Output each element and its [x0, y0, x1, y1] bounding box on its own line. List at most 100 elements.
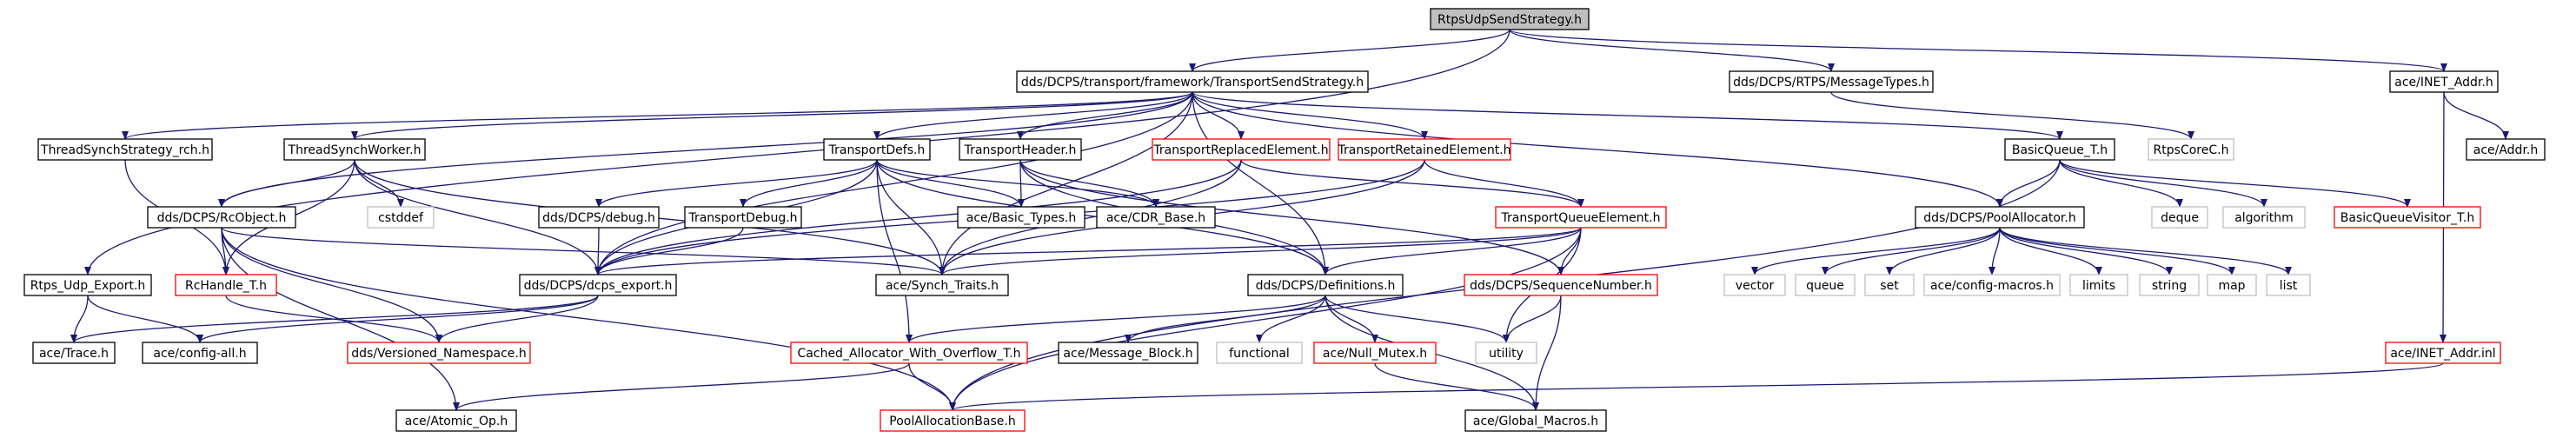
node-tqe[interactable]: TransportQueueElement.h	[1495, 206, 1667, 229]
node-rtpsudpexport[interactable]: Rtps_Udp_Export.h	[23, 274, 152, 296]
node-label-map: map	[2218, 279, 2245, 293]
node-tsrch[interactable]: ThreadSynchStrategy_rch.h	[37, 138, 213, 161]
edge-poolalloc-to-string	[1999, 227, 2173, 275]
edge-tss-to-tdefs	[873, 91, 1193, 140]
node-utility: utility	[1475, 342, 1537, 364]
node-seqnum[interactable]: dds/DCPS/SequenceNumber.h	[1464, 274, 1658, 296]
edge-msgtypes-to-rtpscore	[1830, 91, 2194, 140]
node-atomicop[interactable]: ace/Atomic_Op.h	[395, 409, 517, 432]
node-root[interactable]: RtpsUdpSendStrategy.h	[1430, 8, 1590, 30]
node-box-tdefs	[823, 138, 931, 161]
node-box-functional	[1216, 342, 1303, 364]
node-rcobj[interactable]: dds/DCPS/RcObject.h	[147, 206, 296, 229]
node-box-configmacros	[1923, 274, 2061, 296]
node-box-tss	[1016, 70, 1369, 93]
edge-inetaddr-to-aceaddr	[2443, 91, 2509, 140]
node-basictypes[interactable]: ace/Basic_Types.h	[957, 206, 1086, 229]
node-box-debug	[538, 206, 660, 229]
edge-bqt-to-deque	[2059, 159, 2183, 208]
node-theader[interactable]: TransportHeader.h	[959, 138, 1082, 161]
edge-dcpsexport-to-configall	[196, 295, 599, 343]
node-label-inetaddrinl: ace/INET_Addr.inl	[2390, 347, 2495, 361]
node-label-bqt: BasicQueue_T.h	[2012, 143, 2108, 157]
node-configall[interactable]: ace/config-all.h	[142, 342, 258, 364]
node-cdrbase[interactable]: ace/CDR_Base.h	[1096, 206, 1216, 229]
edge-bqt-to-bqvisitor	[2059, 159, 2411, 208]
node-label-rtpscore: RtpsCoreC.h	[2154, 143, 2229, 157]
edge-rcobj-to-versioned	[221, 227, 442, 343]
node-box-aceaddr	[2466, 138, 2546, 161]
node-label-definitions: dds/DCPS/Definitions.h	[1256, 279, 1396, 293]
node-string: string	[2139, 274, 2200, 296]
node-label-tdebug: TransportDebug.h	[687, 211, 797, 225]
node-box-poolallocbase	[880, 409, 1026, 432]
node-label-rcobj: dds/DCPS/RcObject.h	[157, 211, 287, 225]
node-tdebug[interactable]: TransportDebug.h	[684, 206, 802, 229]
node-box-versioned	[347, 342, 531, 364]
node-bqvisitor[interactable]: BasicQueueVisitor_T.h	[2334, 206, 2481, 229]
node-debug[interactable]: dds/DCPS/debug.h	[538, 206, 660, 229]
edge-seqnum-to-utility	[1503, 295, 1562, 343]
node-tdefs[interactable]: TransportDefs.h	[823, 138, 931, 161]
node-globalmacros[interactable]: ace/Global_Macros.h	[1464, 409, 1607, 432]
edge-trepl-to-tqe	[1240, 159, 1584, 208]
node-tss[interactable]: dds/DCPS/transport/framework/TransportSe…	[1016, 70, 1369, 93]
node-tsw[interactable]: ThreadSynchWorker.h	[283, 138, 426, 161]
node-label-poolalloc: dds/DCPS/PoolAllocator.h	[1923, 211, 2075, 225]
node-label-root: RtpsUdpSendStrategy.h	[1437, 13, 1582, 27]
node-box-basictypes	[957, 206, 1086, 229]
node-aceaddr[interactable]: ace/Addr.h	[2466, 138, 2546, 161]
edge-poolalloc-to-list	[1999, 227, 2292, 275]
node-map: map	[2207, 274, 2257, 296]
node-inetaddr[interactable]: ace/INET_Addr.h	[2389, 70, 2499, 93]
node-label-cstddef: cstddef	[378, 211, 424, 225]
edge-seqnum-to-globalmacros	[1532, 295, 1562, 411]
node-poolalloc[interactable]: dds/DCPS/PoolAllocator.h	[1915, 206, 2085, 229]
node-box-msgblock	[1058, 342, 1198, 364]
node-dcpsexport[interactable]: dds/DCPS/dcps_export.h	[519, 274, 677, 296]
node-trace[interactable]: ace/Trace.h	[32, 342, 116, 364]
edge-tdefs-to-synchtraits	[876, 159, 946, 275]
node-label-versioned: dds/Versioned_Namespace.h	[351, 347, 526, 361]
node-box-string	[2139, 274, 2200, 296]
node-label-msgtypes: dds/DCPS/RTPS/MessageTypes.h	[1733, 76, 1929, 90]
edge-tqe-to-definitions	[1322, 227, 1582, 275]
node-synchtraits[interactable]: ace/Synch_Traits.h	[875, 274, 1009, 296]
node-box-tqe	[1495, 206, 1667, 229]
node-set: set	[1864, 274, 1915, 296]
edge-poolalloc-to-configmacros	[1988, 227, 2001, 275]
node-label-basictypes: ace/Basic_Types.h	[966, 211, 1076, 225]
node-bqt[interactable]: BasicQueue_T.h	[2004, 138, 2115, 161]
node-poolallocbase[interactable]: PoolAllocationBase.h	[880, 409, 1026, 432]
edge-definitions-to-utility	[1325, 295, 1510, 343]
edge-tss-to-trepl	[1192, 91, 1245, 140]
node-box-globalmacros	[1464, 409, 1607, 432]
node-tret[interactable]: TransportRetainedElement.h	[1337, 138, 1511, 161]
node-label-tret: TransportRetainedElement.h	[1337, 143, 1510, 157]
edge-tss-to-poolalloc	[1192, 91, 2003, 208]
node-cachedalloc[interactable]: Cached_Allocator_With_Overflow_T.h	[790, 342, 1028, 364]
node-box-poolalloc	[1915, 206, 2085, 229]
node-msgtypes[interactable]: dds/DCPS/RTPS/MessageTypes.h	[1729, 70, 1934, 93]
node-nullmutex[interactable]: ace/Null_Mutex.h	[1313, 342, 1437, 364]
edge-tdebug-to-dcpsexport	[594, 227, 744, 275]
node-label-deque: deque	[2161, 211, 2199, 225]
node-label-theader: TransportHeader.h	[964, 143, 1077, 157]
node-inetaddrinl[interactable]: ace/INET_Addr.inl	[2385, 342, 2501, 364]
node-vector: vector	[1723, 274, 1786, 296]
node-functional: functional	[1216, 342, 1303, 364]
node-definitions[interactable]: dds/DCPS/Definitions.h	[1247, 274, 1404, 296]
node-label-vector: vector	[1736, 279, 1775, 293]
node-box-trace	[32, 342, 116, 364]
edge-tsw-to-dcpsexport	[354, 159, 601, 275]
node-trepl[interactable]: TransportReplacedElement.h	[1152, 138, 1331, 161]
node-label-bqvisitor: BasicQueueVisitor_T.h	[2340, 211, 2474, 225]
node-box-cachedalloc	[790, 342, 1028, 364]
edge-dcpsexport-to-trace	[70, 295, 599, 343]
node-versioned[interactable]: dds/Versioned_Namespace.h	[347, 342, 531, 364]
node-algorithm: algorithm	[2222, 206, 2306, 229]
node-msgblock[interactable]: ace/Message_Block.h	[1058, 342, 1198, 364]
node-label-poolallocbase: PoolAllocationBase.h	[889, 415, 1015, 428]
node-label-configall: ace/config-all.h	[153, 347, 246, 361]
node-rchandle[interactable]: RcHandle_T.h	[175, 274, 277, 296]
